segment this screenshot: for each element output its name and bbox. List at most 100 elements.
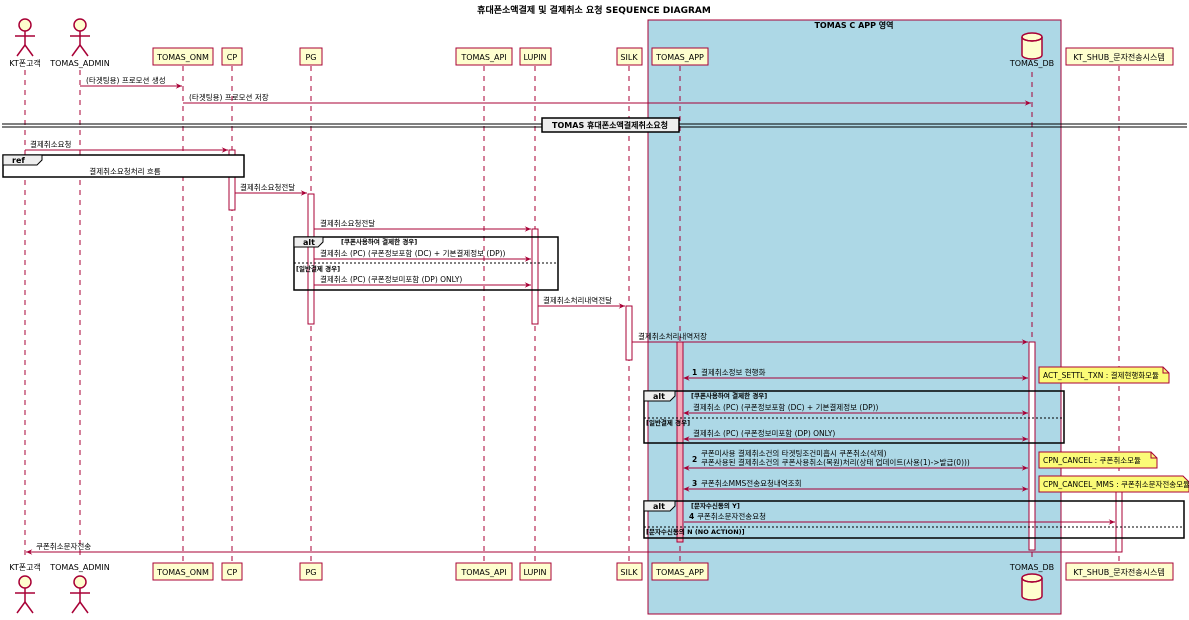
participant-kt-shub-label: KT_SHUB_문자전송시스템 [1073,52,1164,62]
participant-tomas-app-bottom-box [651,562,709,581]
alt-frame-3: alt [문자수신동의 Y] [문자수신동의 N (NO ACTION)] [643,500,1185,539]
ref-tag: ref [12,156,25,165]
msg-label-1: (타겟팅용) 프로모션 생성 [86,75,166,85]
msg-label-7: 결제취소 (PC) (쿠폰정보미포함 (DP) ONLY) [320,274,462,284]
activation-tomas-app [676,341,684,543]
participant-cp-bottom-box [221,562,243,581]
msg-label-11: 결제취소 (PC) (쿠폰정보포함 (DC) + 기본결제정보 (DP)) [693,402,879,412]
msg-label-8: 결제취소처리내역전달 [543,295,612,305]
separator: TOMAS 휴대폰소액결제취소요청 [2,117,1187,133]
actor-kt-customer-bottom-label: KT폰고객 [9,562,41,572]
actor-tomas-admin-bottom [70,575,90,614]
participant-tomas-api-bottom-label: TOMAS_API [460,568,506,577]
participant-tomas-onm-box [152,47,214,66]
msg-label-5: 결제취소요청전달 [320,218,375,228]
participant-kt-shub-box [1065,47,1174,66]
activation-tomas-db [1028,341,1036,551]
participant-cp-label: CP [227,53,238,62]
msg-label-12: 결제취소 (PC) (쿠폰정보미포함 (DP) ONLY) [693,428,835,438]
alt3-tag: alt [653,502,665,511]
participant-tomas-app-bottom-label: TOMAS_APP [655,568,704,577]
msg-label-9: 결제취소처리내역저장 [638,331,707,341]
msg-label-13b: 쿠폰사용된 결제취소건의 쿠폰사용취소(복원)처리(상태 업데이트(사용(1)-… [701,457,970,467]
participant-cp-box [221,47,243,66]
alt1-guard1: [쿠폰사용하여 결제한 경우] [341,237,417,246]
msg-label-10: 결제취소정보 현행화 [701,367,766,377]
participant-silk-bottom-label: SILK [620,568,638,577]
database-tomas-db-top [1021,32,1043,60]
seq-number-1: 1 [692,368,697,377]
participant-kt-shub-bottom-label: KT_SHUB_문자전송시스템 [1073,567,1164,577]
note-3: CPN_CANCEL_MMS : 쿠폰취소문자전송모듈 [1038,475,1189,493]
participant-pg-label: PG [305,53,316,62]
alt3-guard2: [문자수신동의 N (NO ACTION)] [646,527,745,536]
participant-lupin-bottom-box [519,562,552,581]
database-tomas-db-bottom-label: TOMAS_DB [1009,563,1054,572]
activation-pg [307,193,315,325]
participant-pg-box [299,47,323,66]
app-region-box [647,19,1062,615]
lifelines [24,66,1120,563]
database-tomas-db-label: TOMAS_DB [1009,59,1054,68]
activation-silk [625,305,633,361]
participant-tomas-api-box [455,47,513,66]
participant-pg-bottom-box [299,562,323,581]
participant-tomas-onm-bottom-box [152,562,214,581]
participant-tomas-onm-label: TOMAS_ONM [156,53,209,62]
participant-cp-bottom-label: CP [227,568,238,577]
actor-kt-customer-bottom [15,575,35,614]
note-3-text: CPN_CANCEL_MMS : 쿠폰취소문자전송모듈 [1043,479,1189,489]
msg-label-16: 쿠폰취소문자전송 [36,541,91,551]
activations [228,149,1123,553]
note-1-text: ACT_SETTL_TXN : 결제현행화모듈 [1043,370,1159,380]
participant-silk-box [616,47,643,66]
participant-silk-bottom-box [616,562,643,581]
ref-text: 결제취소요청처리 흐름 [89,166,160,176]
msg-label-13a: 쿠폰미사용 결제취소건의 타겟팅조건미흡시 쿠폰취소(삭제) [701,448,887,458]
note-2: CPN_CANCEL : 쿠폰취소모듈 [1038,451,1158,469]
seq-number-3: 3 [692,479,697,488]
note-2-text: CPN_CANCEL : 쿠폰취소모듈 [1043,456,1141,465]
participant-lupin-bottom-label: LUPIN [523,568,546,577]
alt1-tag: alt [303,238,315,247]
msg-label-6: 결제취소 (PC) (쿠폰정보포함 (DC) + 기본결제정보 (DP)) [320,248,506,258]
participant-tomas-api-label: TOMAS_API [460,53,506,62]
actor-tomas-admin-label: TOMAS_ADMIN [49,59,110,68]
actor-kt-customer-top [15,18,35,57]
database-tomas-db-bottom [1021,573,1043,601]
activation-lupin [531,228,539,325]
participant-kt-shub-bottom-box [1065,562,1174,581]
alt3-guard1: [문자수신동의 Y] [691,501,740,510]
msg-label-14: 쿠폰취소MMS전송요청내역조회 [701,478,802,488]
participant-lupin-label: LUPIN [523,53,546,62]
actor-kt-customer-label: KT폰고객 [9,58,41,68]
msg-label-3: 결제취소요청 [30,139,71,149]
alt2-tag: alt [653,392,665,401]
alt2-guard1: [쿠폰사용하여 결제한 경우] [691,391,767,400]
participant-tomas-app-box [651,47,709,66]
msg-label-15: 쿠폰취소문자전송요청 [697,511,766,521]
actor-tomas-admin-top [70,18,90,57]
alt-frame-1: alt [쿠폰사용하여 결제한 경우] [일반결제 경우] [293,236,559,291]
alt2-guard2: [일반결제 경우] [646,418,690,427]
participant-lupin-box [519,47,552,66]
actor-tomas-admin-bottom-label: TOMAS_ADMIN [49,563,110,572]
participant-tomas-app-label: TOMAS_APP [655,53,704,62]
alt1-guard2: [일반결제 경우] [296,264,340,273]
alt-frame-2: alt [쿠폰사용하여 결제한 경우] [일반결제 경우] [643,390,1065,444]
participant-tomas-api-bottom-box [455,562,513,581]
ref-frame: ref 결제취소요청처리 흐름 [2,154,245,178]
diagram-title: 휴대폰소액결제 및 결제취소 요청 SEQUENCE DIAGRAM [477,4,711,16]
seq-number-4: 4 [689,512,694,521]
activation-cp [228,149,236,211]
participant-pg-bottom-label: PG [305,568,316,577]
msg-label-4: 결제취소요청전달 [240,182,295,192]
msg-label-2: (타겟팅용) 프로모션 저장 [189,92,269,102]
seq-number-2: 2 [692,455,697,464]
separator-label: TOMAS 휴대폰소액결제취소요청 [552,120,668,130]
app-region-title: TOMAS C APP 영역 [814,20,893,30]
note-1: ACT_SETTL_TXN : 결제현행화모듈 [1038,366,1170,384]
participant-silk-label: SILK [620,53,638,62]
participant-tomas-onm-bottom-label: TOMAS_ONM [156,568,209,577]
